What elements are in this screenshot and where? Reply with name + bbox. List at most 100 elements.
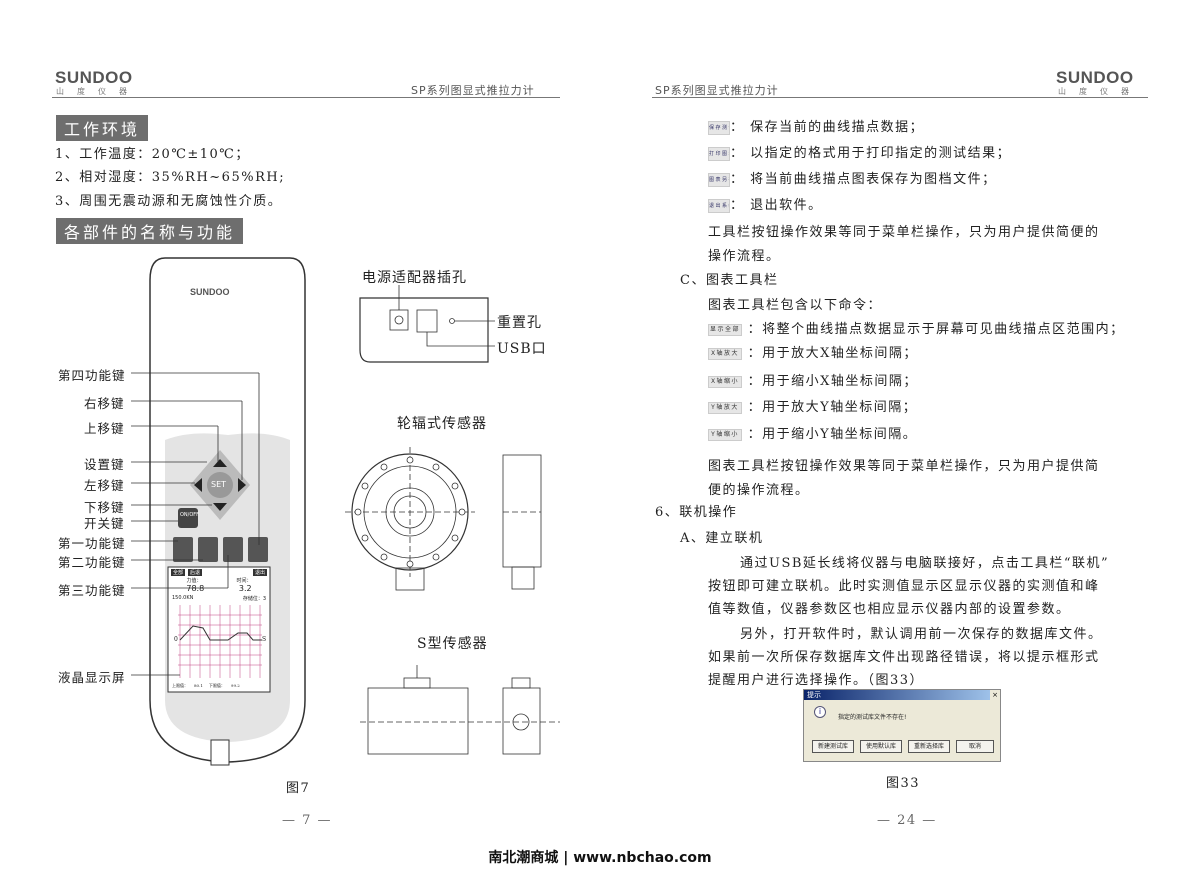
label-first-key: 第一功能键 (58, 536, 126, 551)
lcd-peak-dn: 99.2 (230, 683, 240, 688)
lcd-s-axis: S (262, 636, 267, 643)
power-key: ON/OFF (180, 512, 200, 518)
label-set-key: 设置键 (84, 457, 125, 472)
header-rule-right (652, 97, 1148, 98)
label-right-key: 右移键 (84, 396, 125, 411)
dialog-title-text: 提示 (807, 691, 821, 699)
toolbar-item-text: 保存当前的曲线描点数据； (750, 120, 925, 135)
section-heading-parts: 各部件的名称与功能 (56, 218, 244, 244)
logo-left: SUNDOO (55, 68, 133, 87)
lcd-force-label: 力值： (186, 578, 202, 584)
y-zoom-out-icon: Y轴缩小 (708, 428, 742, 441)
lcd-screen: 全部 后退 退出 力值： 时间： 78.8 3.2 150.0KN 存储位：3 (169, 568, 269, 604)
figure-caption-33: 图33 (886, 776, 921, 791)
paragraph: 便的操作流程。 (708, 483, 810, 498)
y-zoom-in-icon: Y轴放大 (708, 401, 742, 414)
lcd-tab: 后退 (188, 569, 203, 576)
toolbar-item-text: 以指定的格式用于打印指定的测试结果； (750, 146, 1012, 161)
chart-item-text: ：用于缩小X轴坐标间隔； (747, 374, 918, 389)
lcd-tab: 退出 (252, 569, 267, 576)
reset-hole-label: 重置孔 (497, 315, 542, 331)
label-down-key: 下移键 (84, 500, 125, 515)
chart-item-text: ：用于放大X轴坐标间隔； (747, 346, 918, 361)
toolbar-item-text: 退出软件。 (750, 198, 823, 213)
subheading-a: A、建立联机 (680, 531, 764, 546)
lcd-force: 78.8 (186, 584, 205, 593)
print-chart-icon: 打印图表 (708, 146, 730, 161)
device-brand: SUNDOO (190, 287, 230, 297)
label-left-key: 左移键 (84, 478, 125, 493)
x-zoom-out-icon: X轴缩小 (708, 375, 742, 388)
wheel-sensor-title: 轮辐式传感器 (397, 416, 487, 432)
lcd-time: 3.2 (238, 584, 252, 593)
label-fourth-key: 第四功能键 (58, 368, 126, 383)
paragraph: 按钮即可建立联机。此时实测值显示区显示仪器的实测值和峰 (708, 579, 1100, 594)
chart-item: 显示全部 ：将整个曲线描点数据显示于屏幕可见曲线描点区范围内； (708, 318, 1125, 337)
usb-label: USB口 (497, 341, 547, 357)
env-item: 3、周围无震动源和无腐蚀性介质。 (55, 194, 283, 209)
lcd-tab: 全部 (171, 569, 186, 576)
save-chart-icon: 图表另存 (708, 172, 730, 187)
toolbar-item: 打印图表： 以指定的格式用于打印指定的测试结果； (708, 146, 1012, 161)
lcd-time-label: 时间： (236, 578, 252, 584)
logo-sub-right: 山度仪器 (1058, 87, 1142, 96)
dialog-title: 提示 × (804, 690, 1000, 700)
footer-watermark: 南北潮商城 | www.nbchao.com (488, 850, 712, 866)
env-item: 2、相对湿度：35%RH~65%RH; (55, 170, 286, 185)
logo-right: SUNDOO (1056, 68, 1134, 87)
label-third-key: 第三功能键 (58, 583, 126, 598)
lcd-peaks: 上限值： 80.1 下限值： 99.2 (172, 683, 240, 689)
paragraph: 通过USB延长线将仪器与电脑联接好，点击工具栏“联机” (740, 556, 1110, 571)
label-power-key: 开关键 (84, 516, 125, 531)
label-lcd: 液晶显示屏 (58, 670, 126, 685)
lcd-store: 存储位：3 (242, 596, 266, 602)
label-second-key: 第二功能键 (58, 555, 126, 570)
chart-item-text: ：用于放大Y轴坐标间隔； (747, 400, 918, 415)
lcd-peak-dn-label: 下限值： (208, 683, 225, 688)
info-icon: i (814, 706, 826, 718)
connector-title: 电源适配器插孔 (362, 270, 467, 286)
s-sensor-title: S型传感器 (417, 636, 488, 652)
lcd-origin: 0 (174, 636, 178, 643)
toolbar-item: 图表另存： 将当前曲线描点图表保存为图档文件； (708, 172, 997, 187)
paragraph: 值等数值，仪器参数区也相应显示仪器内部的设置参数。 (708, 602, 1071, 617)
lcd-peak-up: 80.1 (194, 683, 203, 688)
show-all-icon: 显示全部 (708, 323, 742, 336)
chart-item: X轴放大 ：用于放大X轴坐标间隔； (708, 342, 918, 361)
chart-item: Y轴缩小 ：用于缩小Y轴坐标间隔。 (708, 423, 917, 442)
x-zoom-in-icon: X轴放大 (708, 347, 742, 360)
set-key: SET (211, 480, 227, 489)
chart-item-text: ：用于缩小Y轴坐标间隔。 (747, 427, 918, 442)
lcd-peak-up-label: 上限值： (172, 683, 188, 688)
paragraph: 工具栏按钮操作效果等同于菜单栏操作，只为用户提供简便的 (708, 225, 1100, 240)
dialog-message: 指定的测试库文件不存在! (838, 714, 907, 721)
close-icon[interactable]: × (990, 690, 1000, 700)
chart-item: X轴缩小 ：用于缩小X轴坐标间隔； (708, 370, 918, 389)
page-number-right: — 24 — (877, 813, 937, 828)
logo-sub-left: 山度仪器 (56, 87, 140, 96)
device-diagram (131, 257, 560, 766)
header-title-left: SP系列图显式推拉力计 (411, 84, 535, 97)
save-test-icon: 保存测试 (708, 120, 730, 135)
label-up-key: 上移键 (84, 421, 125, 436)
header-title-right: SP系列图显式推拉力计 (655, 84, 779, 97)
reselect-db-button[interactable]: 重新选择库 (908, 740, 950, 753)
env-item: 1、工作温度：20℃±10℃； (55, 147, 250, 162)
toolbar-item: 退出系统： 退出软件。 (708, 198, 823, 213)
toolbar-item: 保存测试： 保存当前的曲线描点数据； (708, 120, 925, 135)
cancel-button[interactable]: 取消 (956, 740, 994, 753)
lcd-range: 150.0KN (172, 595, 194, 601)
paragraph: 图表工具栏按钮操作效果等同于菜单栏操作，只为用户提供简 (708, 459, 1100, 474)
paragraph: 提醒用户进行选择操作。（图33） (708, 673, 925, 688)
chart-item-text: ：将整个曲线描点数据显示于屏幕可见曲线描点区范围内； (747, 322, 1125, 337)
default-db-button[interactable]: 使用默认库 (860, 740, 902, 753)
new-db-button[interactable]: 新建测试库 (812, 740, 854, 753)
prompt-dialog: 提示 × i 指定的测试库文件不存在! 新建测试库 使用默认库 重新选择库 取消 (803, 689, 1001, 762)
section-6: 6、联机操作 (655, 505, 738, 520)
header-rule-left (52, 97, 560, 98)
section-heading-environment: 工作环境 (56, 115, 149, 141)
paragraph: 图表工具栏包含以下命令： (708, 298, 883, 313)
exit-icon: 退出系统 (708, 198, 730, 213)
paragraph: 操作流程。 (708, 249, 781, 264)
paragraph: 如果前一次所保存数据库文件出现路径错误，将以提示框形式 (708, 650, 1100, 665)
